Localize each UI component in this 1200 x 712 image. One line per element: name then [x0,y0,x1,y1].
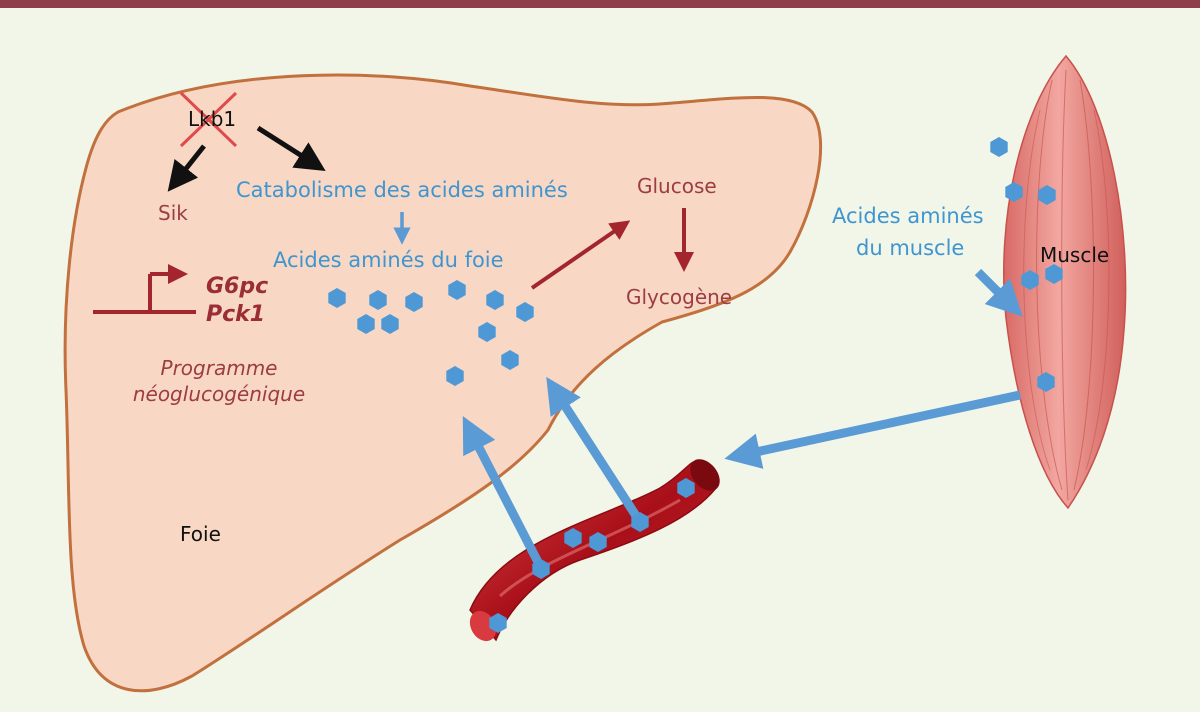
gene-g6pc-label: G6pc [206,274,269,299]
amino-acid-hexagon [357,314,375,334]
gene-pck1-label: Pck1 [206,302,266,327]
amino-acid-hexagon [501,350,519,370]
arrow-lkb1-to-catabolism [256,125,326,172]
arrow-muscle-amino-acids-into-muscle [974,268,1023,317]
knockout-cross-line-2 [179,91,238,148]
amino-acid-hexagon [446,366,464,386]
amino-acid-hexagon [369,290,387,310]
amino-acid-hexagon [1021,270,1039,290]
amino-acid-hexagon [448,280,466,300]
gene-promoter-icon [93,264,196,314]
muscle-amino-acids-line-2: du muscle [856,236,965,260]
amino-acid-hexagon [990,137,1008,157]
amino-acid-hexagon [405,292,423,312]
blood-vessel [469,459,720,642]
amino-acid-hexagon [589,532,607,552]
arrow-muscle-to-blood [724,390,1021,469]
amino-acid-hexagon [489,613,507,633]
program-label: Programme néoglucogénique [124,355,314,407]
liver-amino-acids-label: Acides aminés du foie [273,248,504,272]
amino-acid-hexagon [381,314,399,334]
amino-acid-hexagon [486,290,504,310]
amino-acid-hexagon [564,528,582,548]
glucose-label: Glucose [637,174,717,198]
top-banner-bar [0,0,1200,8]
amino-acid-hexagon [1005,182,1023,202]
amino-acid-hexagon [478,322,496,342]
amino-acid-group [328,137,1063,633]
muscle-amino-acids-line-1: Acides aminés [832,204,984,228]
amino-acid-hexagon [532,559,550,579]
arrow-amino-acids-to-glucose [530,220,631,290]
amino-acid-hexagon [516,302,534,322]
arrow-blood-to-liver-2 [546,376,644,525]
amino-acid-hexagon [1045,264,1063,284]
muscle-label: Muscle [1040,243,1110,267]
program-label-line-2: néoglucogénique [132,382,306,406]
amino-acid-hexagon [631,512,649,532]
amino-acid-hexagon [1038,185,1056,205]
liver-shape [63,73,823,693]
amino-acid-hexagon [1037,372,1055,392]
glycogen-label: Glycogène [626,285,733,309]
sik-label: Sik [158,201,188,225]
amino-acid-hexagon [328,288,346,308]
arrow-lkb1-to-sik [167,144,206,192]
catabolism-label: Catabolisme des acides aminés [236,178,568,202]
program-label-line-1: Programme [160,356,278,380]
muscle-shape [1003,54,1127,510]
amino-acid-hexagon [677,478,695,498]
lkb1-label: Lkb1 [188,107,237,131]
arrow-blood-to-liver-1 [462,415,545,569]
liver-label: Foie [180,522,221,546]
